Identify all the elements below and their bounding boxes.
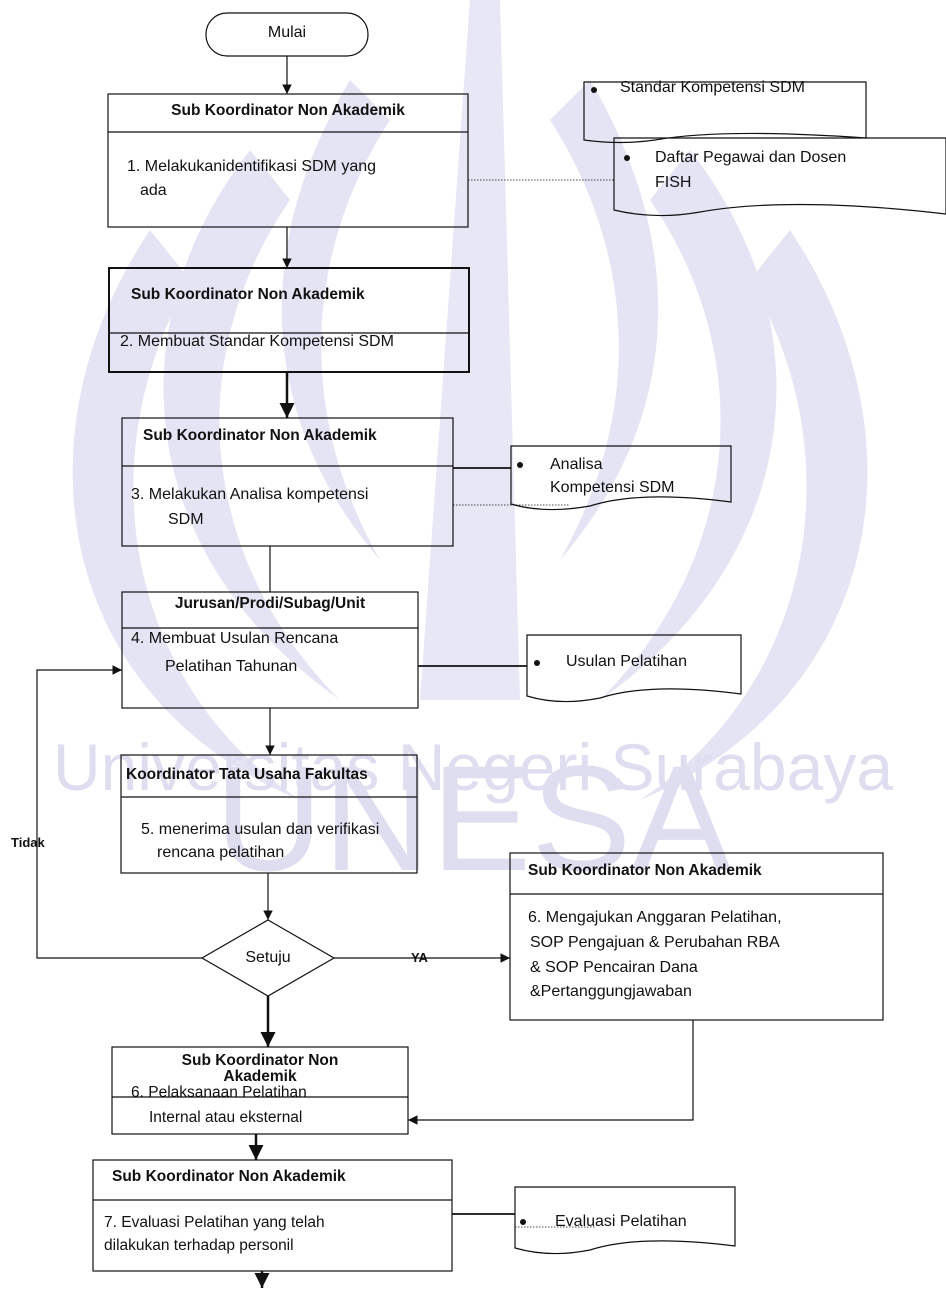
doc-4-bullet: [534, 660, 540, 666]
doc-2-text-line2: FISH: [655, 174, 692, 191]
step-1-text-line2: ada: [140, 182, 167, 199]
doc-usulan-pelatihan: [526, 634, 742, 703]
doc-standar-kompetensi: [583, 81, 867, 144]
step-5-box: [120, 754, 418, 874]
step-2-header: Sub Koordinator Non Akademik: [131, 286, 365, 303]
doc-evaluasi-pelatihan: [514, 1186, 736, 1255]
doc-4-text: Usulan Pelatihan: [566, 653, 687, 670]
step-4-text-line1: 4. Membuat Usulan Rencana: [131, 630, 339, 647]
doc-2-text-line1: Daftar Pegawai dan Dosen: [655, 149, 847, 166]
step-2-box: [108, 267, 470, 373]
step-6-budget-line3: & SOP Pencairan Dana: [530, 959, 698, 976]
decision-label: Setuju: [245, 949, 291, 966]
step-6-budget-header: Sub Koordinator Non Akademik: [528, 862, 762, 879]
step-6-budget-line2: SOP Pengajuan & Perubahan RBA: [530, 934, 780, 951]
step-3-text-line2: SDM: [168, 511, 204, 528]
step-7-header: Sub Koordinator Non Akademik: [112, 1168, 346, 1185]
start-label: Mulai: [267, 24, 307, 41]
decision-yes-label: YA: [411, 950, 428, 965]
doc-3-text-line1: Analisa: [550, 456, 603, 473]
watermark-title: UNESA: [215, 734, 732, 902]
step-6-execution-header-line2: Akademik: [223, 1068, 297, 1085]
doc-daftar-pegawai: [613, 137, 946, 217]
step-6-execution-line1: 6. Pelaksanaan Pelatihan: [131, 1084, 307, 1101]
step-4-header: Jurusan/Prodi/Subag/Unit: [174, 595, 366, 612]
step-5-header: Koordinator Tata Usaha Fakultas: [126, 766, 368, 783]
step-1-header: Sub Koordinator Non Akademik: [171, 102, 405, 119]
doc-1-bullet: [591, 87, 597, 93]
step-7-text-line2: dilakukan terhadap personil: [104, 1237, 294, 1254]
step-6-budget-box: [509, 852, 884, 1021]
doc-1-text: Standar Kompetensi SDM: [620, 79, 805, 96]
doc-5-text: Evaluasi Pelatihan: [555, 1213, 687, 1230]
step-1-text-line1: 1. Melakukanidentifikasi SDM yang: [127, 158, 377, 175]
step-5-text-line1: 5. menerima usulan dan verifikasi: [141, 821, 380, 838]
doc-3-bullet: [517, 462, 523, 468]
step-6-budget-line4: &Pertanggungjawaban: [530, 983, 692, 1000]
watermark-subtitle: Universitas Negeri Surabaya: [53, 730, 893, 804]
doc-analisa-kompetensi: [510, 445, 732, 511]
decision-no-label: Tidak: [11, 835, 45, 850]
step-6-execution-header-line1: Sub Koordinator Non: [181, 1052, 339, 1069]
step-4-text-line2: Pelatihan Tahunan: [165, 658, 298, 675]
step-3-header: Sub Koordinator Non Akademik: [143, 427, 377, 444]
doc-5-bullet: [520, 1219, 526, 1225]
step-6-execution-box: [111, 1046, 409, 1135]
step-7-text-line1: 7. Evaluasi Pelatihan yang telah: [104, 1214, 325, 1231]
doc-2-bullet: [624, 155, 630, 161]
step-7-box: [92, 1159, 453, 1272]
step-6-budget-line1: 6. Mengajukan Anggaran Pelatihan,: [528, 909, 782, 926]
step-5-text-line2: rencana pelatihan: [157, 844, 285, 861]
step-3-text-line1: 3. Melakukan Analisa kompetensi: [131, 486, 369, 503]
doc-3-text-line2: Kompetensi SDM: [550, 479, 675, 496]
step-1-box: [107, 93, 469, 228]
step-6-execution-line2: Internal atau eksternal: [149, 1109, 303, 1126]
step-2-text: 2. Membuat Standar Kompetensi SDM: [120, 333, 394, 350]
